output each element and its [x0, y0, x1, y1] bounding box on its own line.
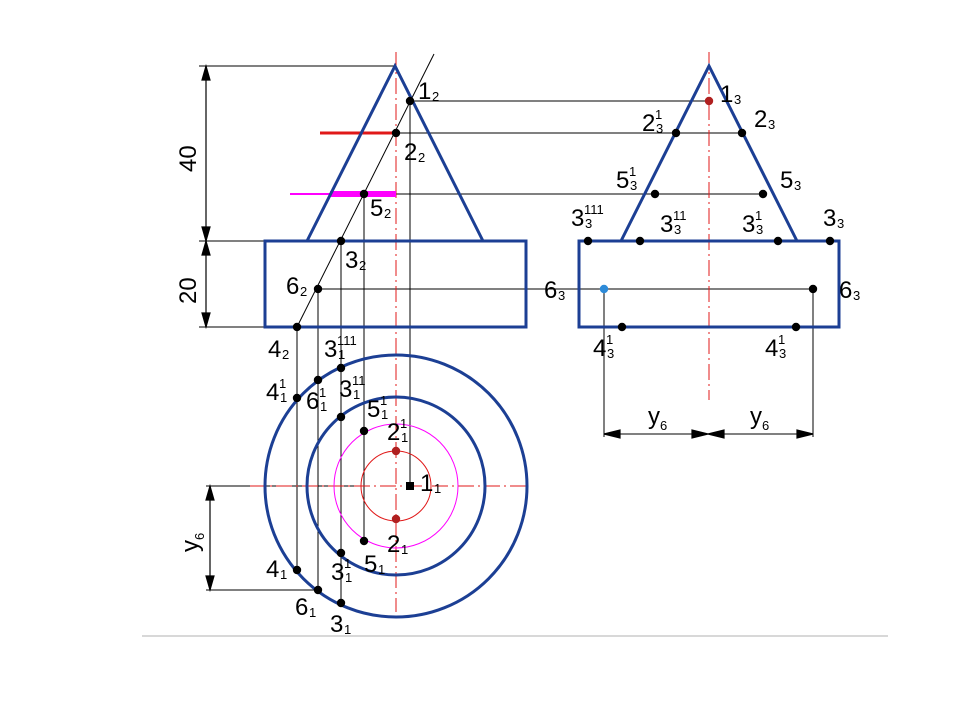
center-axes	[250, 52, 710, 612]
label-top-p6d: 61	[295, 594, 316, 621]
pt-side-5r	[758, 189, 768, 199]
pt-side-6r	[808, 284, 818, 294]
label-side-p5r: 53	[780, 167, 801, 194]
pt-front-3	[336, 236, 346, 246]
label-side-p6r: 63	[839, 277, 860, 304]
pt-front-4	[292, 322, 302, 332]
pt-side-3b	[635, 236, 645, 246]
top-cylinder-circle	[263, 353, 529, 619]
pt-side-2l	[671, 128, 681, 138]
label-front-p3: 32	[345, 247, 366, 274]
label-front-p4: 42	[268, 336, 289, 363]
dimension-arrows	[201, 63, 814, 593]
pt-front-6	[313, 284, 323, 294]
pt-side-3a	[583, 236, 593, 246]
pt-top-3d	[336, 598, 346, 608]
pt-side-5l	[650, 189, 660, 199]
label-front-p2: 22	[404, 139, 425, 166]
circle-level-5	[333, 423, 459, 549]
label-front-p5: 52	[370, 195, 391, 222]
label-top-p5d: 51	[364, 551, 385, 578]
pt-front-5	[359, 189, 369, 199]
pt-side-1	[704, 96, 714, 106]
pt-top-2u	[391, 446, 401, 456]
dim-y6-side-left: y6	[648, 403, 667, 433]
pt-top-3b	[336, 412, 346, 422]
pt-top-4u	[292, 393, 302, 403]
points	[292, 96, 835, 608]
label-front-p6: 62	[286, 273, 307, 300]
side-cone	[619, 62, 799, 242]
pt-top-5d	[359, 536, 369, 546]
label-side-p2r: 23	[754, 106, 775, 133]
pt-top-3c	[336, 548, 346, 558]
dim-y6-side-right: y6	[750, 403, 769, 433]
label-top-p4d: 41	[266, 556, 287, 583]
pt-side-3c	[773, 236, 783, 246]
pt-top-5u	[359, 426, 369, 436]
pt-side-4l	[617, 322, 627, 332]
pt-top-3a	[336, 363, 346, 373]
pt-front-1	[405, 96, 415, 106]
pt-side-6l	[599, 284, 609, 294]
dim-20: 20	[175, 277, 202, 304]
dimension-text: 40 20 y6 y6 y6	[175, 145, 769, 552]
label-top-p3d: 31	[330, 611, 351, 638]
pt-front-2	[391, 128, 401, 138]
dim-40: 40	[175, 145, 202, 172]
pt-side-3d	[825, 236, 835, 246]
top-cone-base-circle	[305, 395, 487, 577]
front-cylinder	[263, 239, 528, 329]
pt-top-1	[406, 482, 414, 490]
label-top-p1: 11	[420, 470, 441, 497]
svg-text:y6: y6	[177, 533, 207, 552]
pt-top-2d	[391, 514, 401, 524]
side-cylinder	[577, 239, 841, 329]
front-cone	[305, 62, 485, 242]
label-top-p2d: 21	[387, 531, 408, 558]
label-front-p1: 12	[418, 78, 439, 105]
pt-top-4d	[292, 565, 302, 575]
label-side-p6l: 63	[544, 277, 565, 304]
label-side-p3d: 33	[823, 205, 844, 232]
pt-top-6u	[313, 375, 323, 385]
pt-top-6d	[313, 585, 323, 595]
pt-side-2r	[737, 128, 747, 138]
label-side-p1: 13	[720, 81, 741, 108]
dim-y6-front: y6	[177, 533, 207, 552]
pt-side-4r	[791, 322, 801, 332]
object-outlines	[263, 62, 841, 619]
level-markers	[290, 131, 396, 197]
